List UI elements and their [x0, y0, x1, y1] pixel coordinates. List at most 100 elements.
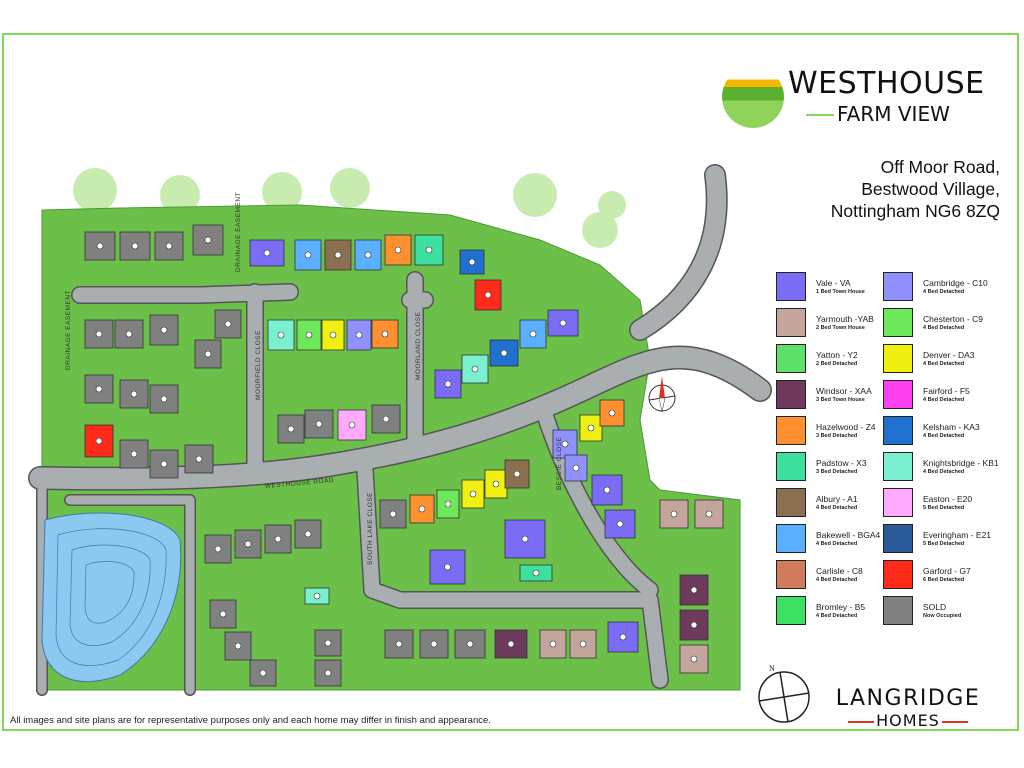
plot-number-marker — [277, 331, 285, 339]
tree — [73, 168, 117, 212]
legend-description: 5 Bed Detached — [923, 541, 965, 547]
legend-description: 4 Bed Detached — [816, 505, 858, 511]
plot-number-marker — [364, 251, 372, 259]
plot-number-marker — [382, 415, 390, 423]
plot-number-marker — [381, 330, 389, 338]
legend-name: Denver - DA3 — [923, 350, 975, 360]
plot-number-marker — [348, 421, 356, 429]
legend-description: 4 Bed Detached — [923, 361, 965, 367]
legend-swatch — [776, 272, 806, 301]
plot-number-marker — [315, 420, 323, 428]
legend-swatch — [776, 524, 806, 553]
legend-swatch — [883, 272, 913, 301]
disclaimer: All images and site plans are for repres… — [10, 715, 491, 726]
plot-number-marker — [500, 349, 508, 357]
legend-name: Easton - E20 — [923, 494, 973, 504]
logo-title: WESTHOUSE — [788, 66, 985, 101]
legend-swatch — [883, 380, 913, 409]
legend-name: Carlisle - C8 — [816, 566, 863, 576]
plot-number-marker — [561, 440, 569, 448]
legend-name: Bakewell - BGA4 — [816, 530, 881, 540]
plot-number-marker — [224, 320, 232, 328]
road-label-moorland-close: MOORLAND CLOSE — [415, 311, 422, 380]
plot-number-marker — [355, 331, 363, 339]
brand-line1: LANGRIDGE — [835, 686, 981, 711]
legend-name: Fairford - F5 — [923, 386, 970, 396]
brand-rule — [848, 720, 875, 723]
legend-description: 5 Bed Detached — [923, 505, 965, 511]
legend-swatch — [883, 596, 913, 625]
plot-number-marker — [214, 545, 222, 553]
tree — [160, 175, 200, 215]
westhouse-logo: WESTHOUSE FARM VIEW — [722, 62, 1002, 132]
logo-subtitle: FARM VIEW — [837, 102, 950, 126]
plot-number-marker — [394, 246, 402, 254]
legend-swatch — [776, 380, 806, 409]
tree — [262, 172, 302, 212]
plot-number-marker — [96, 242, 104, 250]
road-label-south-lake-close: SOUTH LAKE CLOSE — [367, 492, 374, 565]
plot-number-marker — [603, 486, 611, 494]
plot-number-marker — [263, 249, 271, 257]
plot-number-marker — [469, 490, 477, 498]
legend-swatch — [883, 560, 913, 589]
legend-name: Everingham - E21 — [923, 530, 992, 540]
langridge-homes-logo: LANGRIDGE HOMES — [828, 686, 988, 730]
legend-name: Yarmouth -YAB — [816, 314, 874, 324]
address-line: Bestwood Village, — [861, 179, 1000, 199]
pond — [41, 512, 182, 683]
plot-number-marker — [160, 460, 168, 468]
plot-number-marker — [130, 450, 138, 458]
road-label-drainage-easement: DRAINAGE EASEMENT — [65, 290, 72, 370]
legend-swatch — [776, 452, 806, 481]
plot-number-marker — [160, 326, 168, 334]
tree — [330, 168, 370, 208]
brand-rule — [941, 720, 968, 723]
legend-description: Now Occupied — [923, 613, 962, 619]
plot-number-marker — [616, 520, 624, 528]
plot-number-marker — [244, 540, 252, 548]
plot-number-marker — [690, 586, 698, 594]
road-label-drainage-easement: DRAINAGE EASEMENT — [235, 192, 242, 272]
plot-number-marker — [513, 470, 521, 478]
legend-description: 4 Bed Detached — [923, 397, 965, 403]
plot-number-marker — [259, 669, 267, 677]
plot-number-marker — [466, 640, 474, 648]
plot-number-marker — [204, 236, 212, 244]
plot-number-marker — [690, 655, 698, 663]
plot-number-marker — [507, 640, 515, 648]
legend-swatch — [776, 560, 806, 589]
plot-number-marker — [304, 251, 312, 259]
plot-number-marker — [95, 437, 103, 445]
legend-description: 4 Bed Detached — [923, 469, 965, 475]
plot-number-marker — [304, 530, 312, 538]
plot-number-marker — [334, 251, 342, 259]
plot-number-marker — [670, 510, 678, 518]
legend-description: 4 Bed Detached — [816, 577, 858, 583]
legend-name: Cambridge - C10 — [923, 278, 988, 288]
plot-number-marker — [125, 330, 133, 338]
plot-number-marker — [95, 330, 103, 338]
tree — [598, 191, 626, 219]
plot-number-marker — [587, 424, 595, 432]
plot-number-marker — [430, 640, 438, 648]
address: Off Moor Road, Bestwood Village, Notting… — [790, 156, 1000, 222]
legend-description: 4 Bed Detached — [923, 325, 965, 331]
plot-number-marker — [131, 242, 139, 250]
legend-description: 3 Bed Detached — [816, 469, 858, 475]
house-plot — [277, 414, 305, 444]
legend-description: 4 Bed Detached — [923, 433, 965, 439]
plot-number-marker — [484, 291, 492, 299]
tree — [582, 212, 618, 248]
house-plot — [294, 239, 322, 271]
